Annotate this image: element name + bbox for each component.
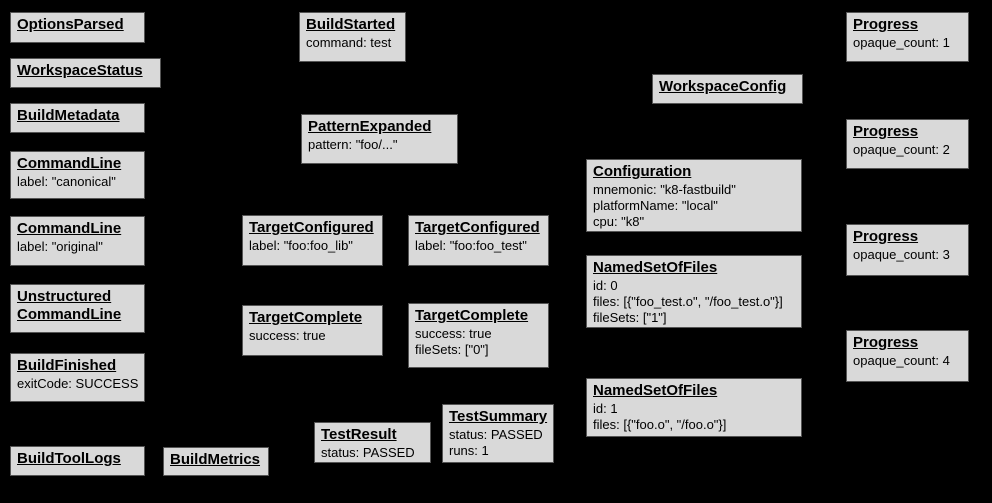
- event-box-build-tool-logs: BuildToolLogs: [10, 446, 145, 476]
- event-box-progress-2: Progress opaque_count: 2: [846, 119, 969, 169]
- event-title: Progress: [853, 334, 919, 351]
- event-field: success: true: [249, 328, 326, 343]
- event-title: TargetComplete: [249, 309, 363, 326]
- event-fields: opaque_count: 1: [853, 35, 964, 51]
- event-title: NamedSetOfFiles: [593, 382, 718, 399]
- event-title: Unstructured CommandLine: [17, 288, 122, 323]
- event-box-progress-4: Progress opaque_count: 4: [846, 330, 969, 382]
- event-field: status: PASSED: [449, 427, 543, 442]
- event-box-command-line-canonical: CommandLine label: "canonical": [10, 151, 145, 199]
- event-box-build-finished: BuildFinished exitCode: SUCCESS: [10, 353, 145, 402]
- event-field: platformName: "local": [593, 198, 718, 213]
- event-box-build-metrics: BuildMetrics: [163, 447, 269, 476]
- event-field: cpu: "k8": [593, 214, 645, 229]
- event-field: fileSets: ["1"]: [593, 310, 667, 325]
- event-title: Progress: [853, 123, 919, 140]
- event-fields: opaque_count: 4: [853, 353, 964, 369]
- event-box-options-parsed: OptionsParsed: [10, 12, 145, 43]
- event-fields: pattern: "foo/...": [308, 137, 453, 153]
- event-field: mnemonic: "k8-fastbuild": [593, 182, 736, 197]
- event-fields: label: "canonical": [17, 174, 140, 190]
- event-fields: status: PASSED: [321, 445, 426, 461]
- event-field: success: true: [415, 326, 492, 341]
- event-title: PatternExpanded: [308, 118, 432, 135]
- event-box-progress-1: Progress opaque_count: 1: [846, 12, 969, 62]
- event-box-target-configured-foo-lib: TargetConfigured label: "foo:foo_lib": [242, 215, 383, 266]
- event-fields: command: test: [306, 35, 401, 51]
- event-title: WorkspaceStatus: [17, 62, 143, 79]
- event-field: label: "foo:foo_lib": [249, 238, 353, 253]
- event-fields: mnemonic: "k8-fastbuild"platformName: "l…: [593, 182, 797, 230]
- event-box-workspace-config: WorkspaceConfig: [652, 74, 803, 104]
- event-box-configuration: Configuration mnemonic: "k8-fastbuild"pl…: [586, 159, 802, 232]
- event-field: opaque_count: 4: [853, 353, 950, 368]
- event-title: CommandLine: [17, 155, 122, 172]
- event-field: opaque_count: 2: [853, 142, 950, 157]
- event-box-pattern-expanded: PatternExpanded pattern: "foo/...": [301, 114, 458, 164]
- event-title: NamedSetOfFiles: [593, 259, 718, 276]
- event-fields: label: "original": [17, 239, 140, 255]
- event-box-test-result: TestResult status: PASSED: [314, 422, 431, 463]
- event-title: OptionsParsed: [17, 16, 124, 33]
- event-box-unstructured-command-line: Unstructured CommandLine: [10, 284, 145, 333]
- event-field: files: [{"foo.o", "/foo.o"}]: [593, 417, 727, 432]
- event-box-target-complete-lib: TargetComplete success: true: [242, 305, 383, 356]
- event-title: BuildMetadata: [17, 107, 120, 124]
- event-field: label: "foo:foo_test": [415, 238, 527, 253]
- event-title: Progress: [853, 16, 919, 33]
- event-title: Configuration: [593, 163, 692, 180]
- event-fields: opaque_count: 3: [853, 247, 964, 263]
- event-field: runs: 1: [449, 443, 489, 458]
- event-fields: label: "foo:foo_lib": [249, 238, 378, 254]
- event-box-command-line-original: CommandLine label: "original": [10, 216, 145, 266]
- event-field: pattern: "foo/...": [308, 137, 398, 152]
- event-fields: exitCode: SUCCESS: [17, 376, 140, 392]
- event-field: fileSets: ["0"]: [415, 342, 489, 357]
- event-field: label: "original": [17, 239, 103, 254]
- event-title: BuildMetrics: [170, 451, 261, 468]
- event-title: CommandLine: [17, 220, 122, 237]
- event-box-build-metadata: BuildMetadata: [10, 103, 145, 133]
- event-box-target-configured-foo-test: TargetConfigured label: "foo:foo_test": [408, 215, 549, 266]
- event-title: TargetConfigured: [249, 219, 374, 236]
- event-title: BuildToolLogs: [17, 450, 121, 467]
- event-field: exitCode: SUCCESS: [17, 376, 139, 391]
- event-field: label: "canonical": [17, 174, 116, 189]
- event-field: files: [{"foo_test.o", "/foo_test.o"}]: [593, 294, 783, 309]
- event-title: WorkspaceConfig: [659, 78, 787, 95]
- event-title: Progress: [853, 228, 919, 245]
- event-title: BuildStarted: [306, 16, 396, 33]
- event-title: TestResult: [321, 426, 397, 443]
- event-title: BuildFinished: [17, 357, 117, 374]
- event-box-build-started: BuildStarted command: test: [299, 12, 406, 62]
- event-field: opaque_count: 3: [853, 247, 950, 262]
- event-field: id: 0: [593, 278, 618, 293]
- event-box-progress-3: Progress opaque_count: 3: [846, 224, 969, 276]
- event-title: TargetComplete: [415, 307, 529, 324]
- event-fields: success: true: [249, 328, 378, 344]
- event-fields: label: "foo:foo_test": [415, 238, 544, 254]
- event-field: id: 1: [593, 401, 618, 416]
- event-field: command: test: [306, 35, 392, 50]
- event-field: opaque_count: 1: [853, 35, 950, 50]
- event-fields: opaque_count: 2: [853, 142, 964, 158]
- event-title: TestSummary: [449, 408, 548, 425]
- event-field: status: PASSED: [321, 445, 415, 460]
- event-box-workspace-status: WorkspaceStatus: [10, 58, 161, 88]
- event-title: TargetConfigured: [415, 219, 540, 236]
